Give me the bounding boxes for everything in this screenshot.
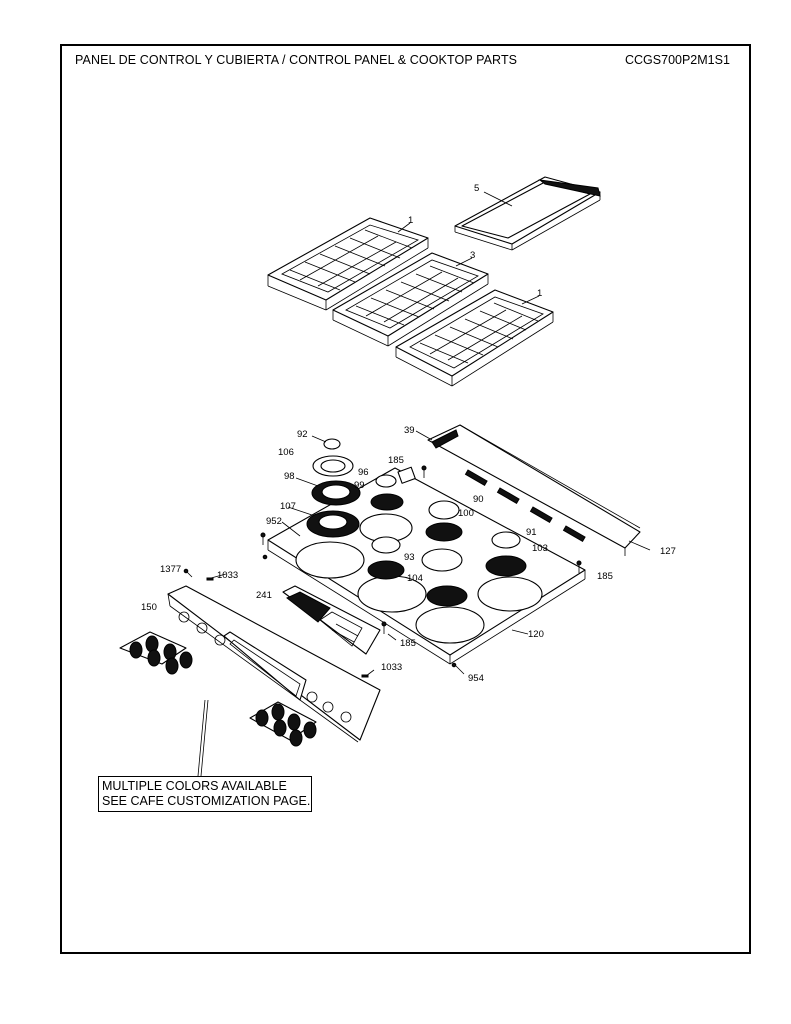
callout-1377: 1377	[160, 564, 181, 575]
knob-icons	[119, 631, 317, 747]
callout-92: 92	[297, 429, 308, 440]
callout-1033-top: 1033	[217, 570, 238, 581]
callout-labels: 1 3 1 5 92 106 98 39 185 96 99 90 100 10…	[141, 183, 676, 684]
callout-952: 952	[266, 516, 282, 527]
callout-1-left: 1	[408, 215, 413, 226]
callout-106: 106	[278, 447, 294, 458]
callout-954: 954	[468, 673, 484, 684]
grate-center-part	[332, 252, 489, 347]
note-line-2: SEE CAFE CUSTOMIZATION PAGE.	[102, 794, 311, 808]
callout-1033-bottom: 1033	[381, 662, 402, 673]
callout-104: 104	[407, 573, 423, 584]
callout-127: 127	[660, 546, 676, 557]
note-line-1: MULTIPLE COLORS AVAILABLE	[102, 779, 287, 793]
griddle-part	[454, 176, 601, 251]
callout-91: 91	[526, 527, 537, 538]
callout-107: 107	[280, 501, 296, 512]
burner-components	[306, 438, 527, 607]
callout-90: 90	[473, 494, 484, 505]
grate-left-part	[267, 217, 429, 311]
callout-1-right: 1	[537, 288, 542, 299]
callout-103: 103	[532, 543, 548, 554]
callout-241: 241	[256, 590, 272, 601]
diagram-frame	[60, 44, 751, 954]
note-leader-lines	[197, 699, 209, 777]
front-panel-part	[167, 585, 381, 743]
callout-leaders	[210, 191, 651, 677]
callout-98: 98	[284, 471, 295, 482]
callout-99: 99	[354, 480, 365, 491]
screw-icons	[183, 465, 582, 678]
control-module-part	[282, 585, 381, 655]
callout-39: 39	[404, 425, 415, 436]
callout-120: 120	[528, 629, 544, 640]
model-number: CCGS700P2M1S1	[625, 53, 730, 67]
callout-3: 3	[470, 250, 475, 261]
callout-150: 150	[141, 602, 157, 613]
callout-185-bottom: 185	[400, 638, 416, 649]
callout-100: 100	[458, 508, 474, 519]
colors-note-box: MULTIPLE COLORS AVAILABLE SEE CAFE CUSTO…	[98, 776, 312, 812]
callout-93: 93	[404, 552, 415, 563]
callout-185-right: 185	[597, 571, 613, 582]
grate-right-part	[395, 289, 554, 387]
rear-trim-part	[427, 424, 641, 556]
callout-5: 5	[474, 183, 479, 194]
callout-96: 96	[358, 467, 369, 478]
callout-185-top: 185	[388, 455, 404, 466]
page-title: PANEL DE CONTROL Y CUBIERTA / CONTROL PA…	[75, 53, 518, 67]
